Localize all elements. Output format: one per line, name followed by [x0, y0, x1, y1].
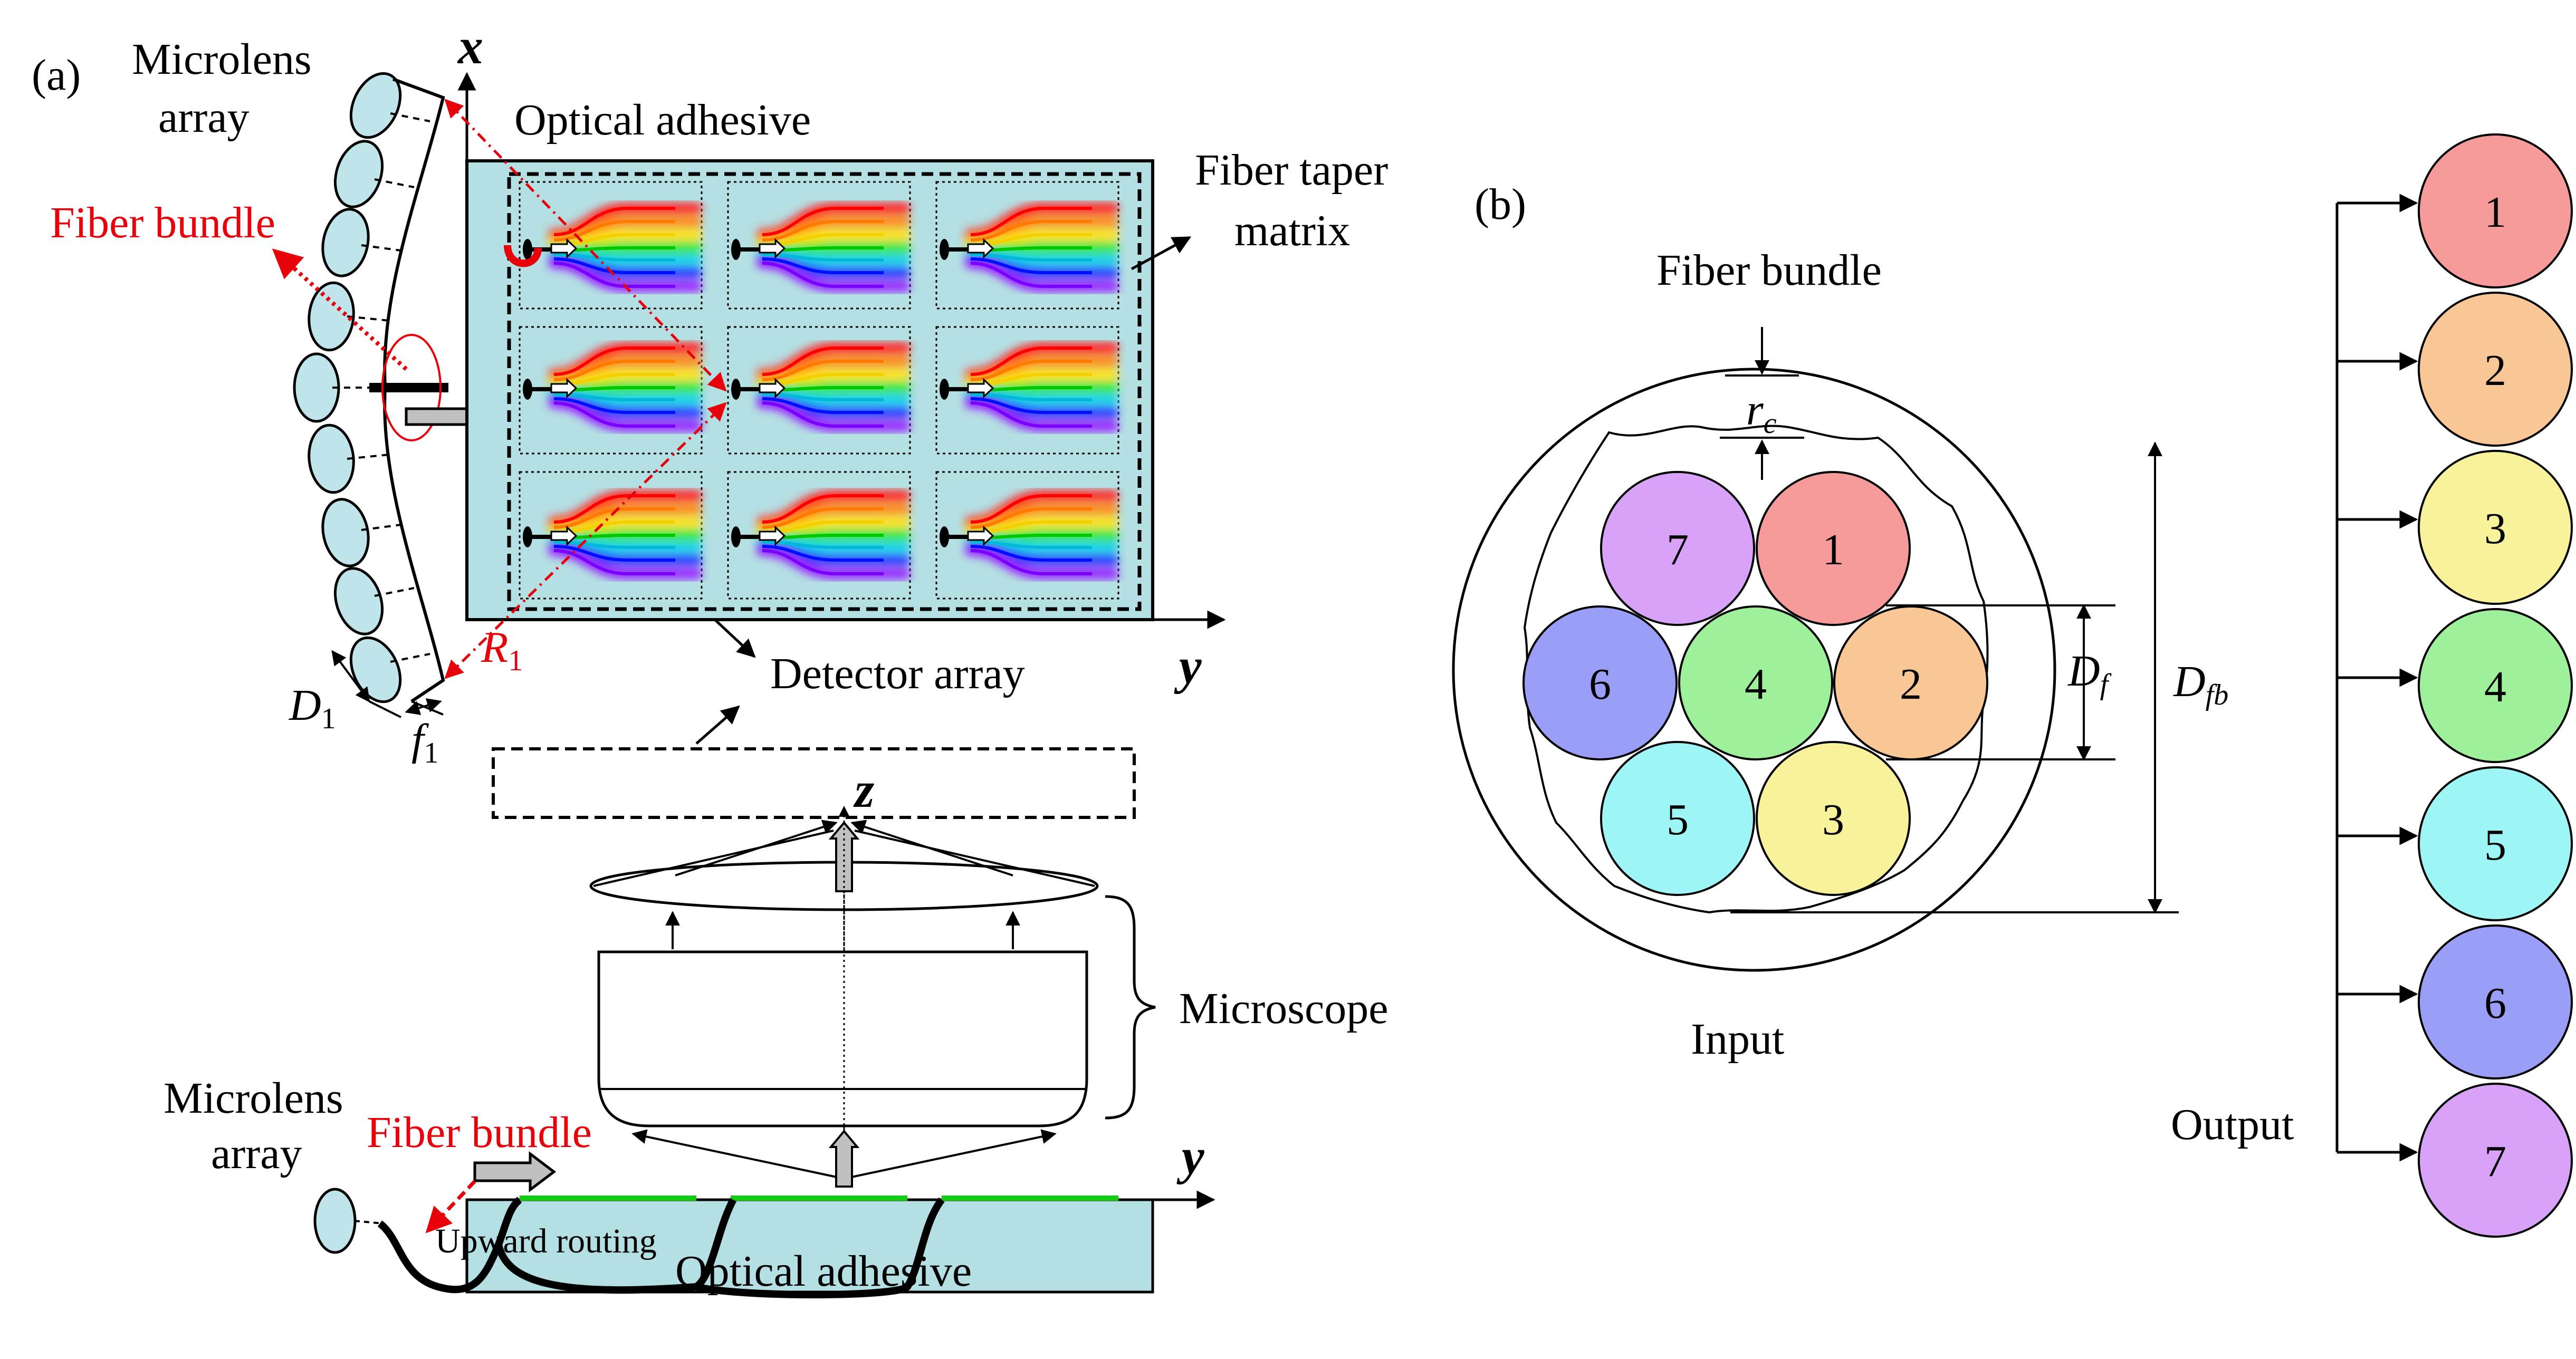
f1-dimension — [405, 698, 442, 715]
diverging-ray — [844, 1129, 1057, 1180]
fiber-taper-matrix-boundary — [507, 172, 1142, 611]
df-label: Df — [2067, 647, 2112, 701]
taper-cell — [935, 326, 1119, 455]
y-axis-label-top: y — [1174, 638, 1202, 694]
core-number: 1 — [2484, 188, 2506, 237]
detector-array-side — [492, 747, 1136, 819]
output-branches — [2337, 194, 2418, 1162]
microlens — [349, 636, 402, 703]
rc-label: rc — [1746, 385, 1777, 440]
core-number: 2 — [2484, 346, 2506, 395]
core-number: 2 — [1900, 660, 1922, 709]
d1-dimension — [331, 650, 370, 703]
core-number: 6 — [2484, 979, 2506, 1028]
converging-ray — [854, 830, 1095, 887]
taper-cell — [935, 181, 1119, 310]
core-number: 1 — [1822, 525, 1844, 574]
objective-lens — [597, 950, 1088, 1127]
core-number: 3 — [1822, 795, 1844, 844]
fiber-routing — [377, 1197, 945, 1298]
input-label: Input — [1691, 1015, 1784, 1064]
taper-cells — [520, 181, 1119, 600]
fiber-bundle-label-side: Fiber bundle — [367, 1108, 592, 1157]
highlight-ellipse — [381, 334, 442, 441]
upward-arrow-lower — [828, 1129, 860, 1188]
taper-cell — [727, 326, 911, 455]
output-label: Output — [2171, 1100, 2294, 1149]
optical-adhesive-label-top: Optical adhesive — [514, 95, 811, 144]
microlens — [333, 567, 384, 635]
input-arrow-side — [473, 1151, 557, 1193]
bundle-cladding — [1452, 368, 2056, 972]
fiber-bundle-label-b: Fiber bundle — [1656, 246, 1882, 295]
x-axis-label: x — [457, 18, 483, 74]
microlens-side — [313, 1188, 357, 1254]
core-6 — [1522, 605, 1678, 760]
taper-cell — [727, 181, 911, 310]
radius-line-lower — [444, 402, 727, 679]
output-cores — [2418, 133, 2573, 1238]
core-number: 3 — [2484, 504, 2506, 553]
d1-label: D1 — [289, 681, 336, 735]
core-number: 4 — [2484, 662, 2506, 711]
microscope-brace — [1105, 895, 1156, 1120]
core-number: 7 — [1667, 525, 1689, 574]
detector-pointer-a — [714, 619, 756, 658]
core-number: 4 — [1745, 660, 1767, 709]
panel-a-label: (a) — [32, 51, 81, 100]
core-3 — [1756, 741, 1911, 896]
output-core-6 — [2418, 924, 2573, 1080]
panel-b-label: (b) — [1474, 180, 1526, 229]
dfb-label: Dfb — [2173, 657, 2228, 711]
microlens — [293, 352, 340, 423]
upward-arrow-upper — [828, 821, 860, 892]
microlens — [321, 498, 370, 567]
core-7 — [1600, 471, 1755, 626]
microlens — [321, 208, 370, 277]
microlens — [308, 281, 355, 352]
core-number: 7 — [2484, 1137, 2506, 1186]
microlens — [333, 140, 384, 208]
optical-adhesive-label-side: Optical adhesive — [675, 1247, 972, 1296]
output-core-numbers: 1 2 3 4 5 6 7 — [2484, 188, 2506, 1186]
core-number: 5 — [2484, 821, 2506, 870]
input-core-numbers: 1 2 3 4 5 6 7 — [1589, 525, 1922, 844]
detector-pointer-b — [695, 705, 740, 745]
z-axis-label: z — [853, 762, 874, 818]
output-core-2 — [2418, 292, 2573, 447]
taper-matrix-pointer — [1131, 236, 1192, 271]
output-core-4 — [2418, 608, 2573, 763]
diverging-ray — [631, 1129, 845, 1180]
fiber-bundle-pointer — [272, 248, 408, 371]
output-core-5 — [2418, 766, 2573, 921]
core-number: 6 — [1589, 660, 1611, 709]
fiber-bundle-label-top: Fiber bundle — [50, 198, 275, 247]
y-axis-label-side: y — [1176, 1128, 1204, 1184]
lens-ray-side — [354, 1220, 383, 1225]
detector-array-label: Detector array — [770, 649, 1025, 698]
core-4 — [1678, 605, 1833, 760]
microlens — [349, 72, 402, 139]
output-core-3 — [2418, 450, 2573, 605]
chip-side — [465, 1198, 1154, 1294]
fiber-bundle-pointer-side — [425, 1180, 476, 1233]
output-core-1 — [2418, 133, 2573, 288]
r1-label: R1 — [481, 623, 523, 677]
output-core-7 — [2418, 1083, 2573, 1238]
microlens — [308, 423, 355, 494]
input-cores — [1522, 471, 1988, 896]
microscope-label: Microscope — [1179, 984, 1388, 1033]
f1-guide-a — [369, 700, 401, 718]
core-number: 5 — [1667, 795, 1689, 844]
core-1 — [1756, 471, 1911, 626]
f1-label: f1 — [411, 715, 438, 769]
converging-ray — [593, 830, 834, 887]
core-5 — [1600, 741, 1755, 896]
upward-routing-label: Upward routing — [435, 1222, 657, 1260]
